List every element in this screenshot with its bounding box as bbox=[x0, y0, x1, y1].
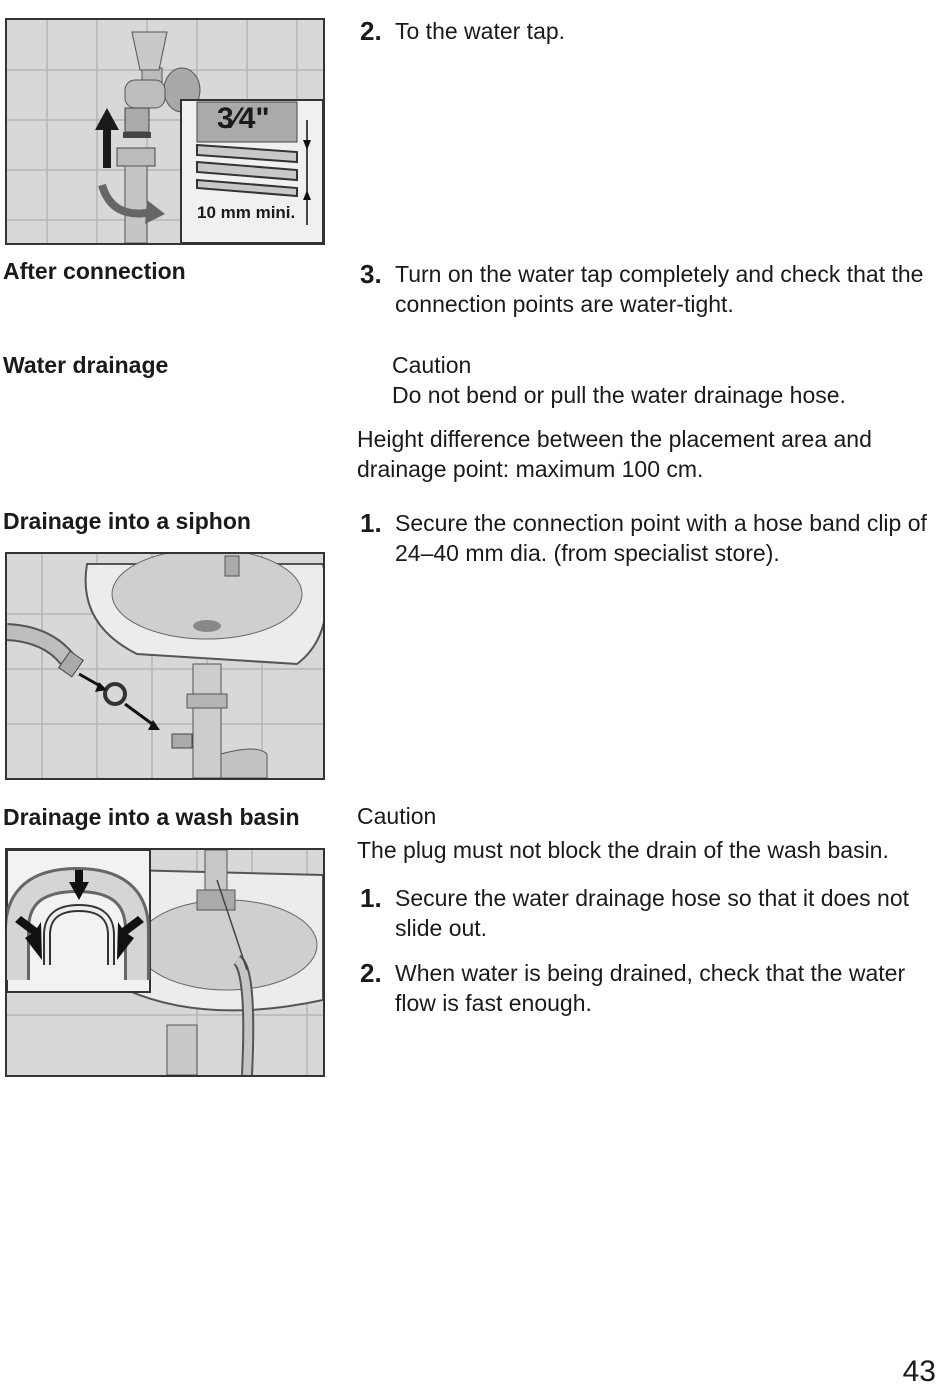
height-note: Height difference between the placement … bbox=[357, 426, 872, 482]
step-number: 1. bbox=[360, 883, 382, 913]
heading-drainage-basin: Drainage into a wash basin bbox=[3, 804, 300, 830]
caution-title: Caution bbox=[357, 803, 437, 829]
step-secure-hose: 1. Secure the water drainage hose so tha… bbox=[360, 883, 940, 943]
step-to-water-tap: 2. To the water tap. bbox=[360, 16, 940, 46]
thread-size-label: 3⁄4" bbox=[217, 102, 270, 135]
step-text: Turn on the water tap completely and che… bbox=[395, 261, 924, 317]
step-turn-on-tap: 3. Turn on the water tap completely and … bbox=[360, 259, 940, 319]
page-number: 43 bbox=[902, 1355, 936, 1388]
heading-water-drainage: Water drainage bbox=[3, 352, 169, 378]
caution-text: Do not bend or pull the water drainage h… bbox=[392, 382, 846, 408]
step-check-flow: 2. When water is being drained, check th… bbox=[360, 958, 940, 1018]
min-length-label: 10 mm mini. bbox=[197, 203, 296, 222]
siphon-illustration bbox=[5, 552, 325, 780]
caution-hose: Caution Do not bend or pull the water dr… bbox=[392, 350, 942, 410]
step-number: 2. bbox=[360, 16, 382, 46]
wash-basin-illustration bbox=[5, 848, 325, 1077]
heading-drainage-siphon: Drainage into a siphon bbox=[3, 508, 251, 534]
caution-title: Caution bbox=[392, 352, 472, 378]
step-number: 2. bbox=[360, 958, 382, 988]
step-secure-clip: 1. Secure the connection point with a ho… bbox=[360, 508, 940, 568]
step-text: To the water tap. bbox=[395, 18, 566, 44]
step-text: When water is being drained, check that … bbox=[395, 960, 906, 1016]
step-number: 3. bbox=[360, 259, 382, 289]
step-number: 1. bbox=[360, 508, 382, 538]
caution-basin: Caution The plug must not block the drai… bbox=[357, 801, 937, 865]
heading-after-connection: After connection bbox=[3, 258, 186, 284]
step-text: Secure the connection point with a hose … bbox=[395, 510, 927, 566]
water-tap-illustration: 3⁄4" 10 mm mini. bbox=[5, 18, 325, 245]
step-text: Secure the water drainage hose so that i… bbox=[395, 885, 909, 941]
caution-text: The plug must not block the drain of the… bbox=[357, 837, 889, 863]
